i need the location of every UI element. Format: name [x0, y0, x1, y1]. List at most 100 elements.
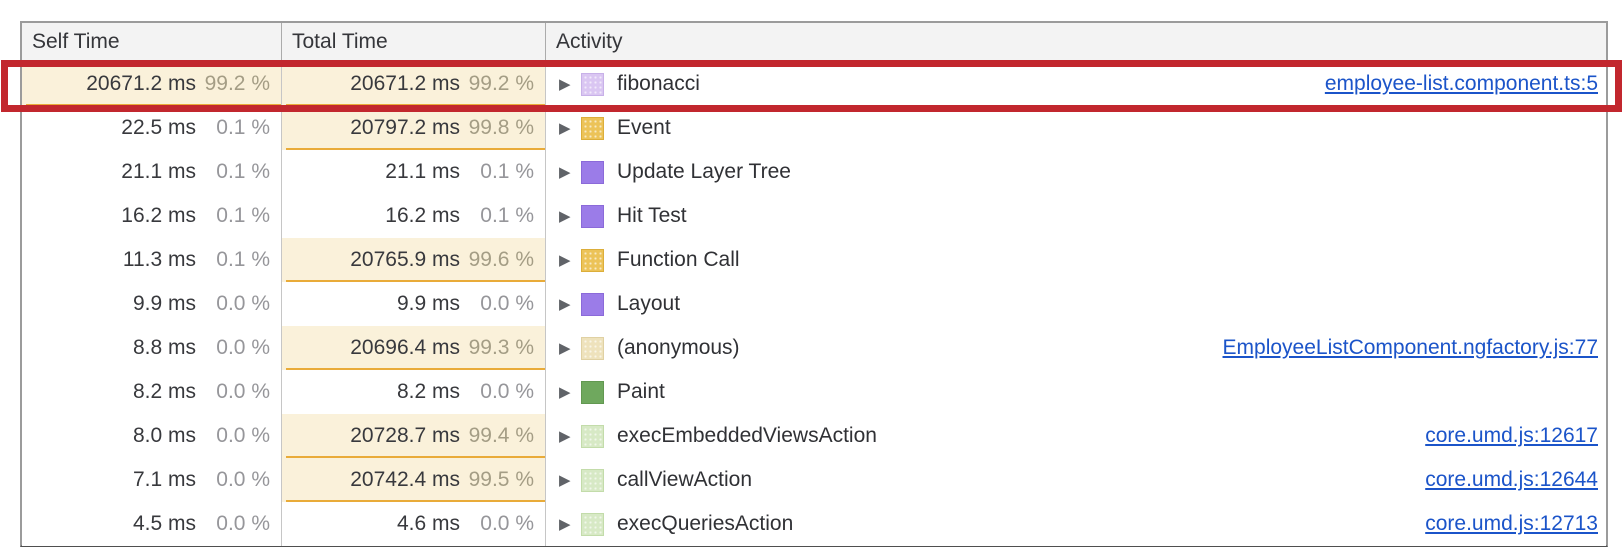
self-time-cell-percent: 0.1 %: [216, 160, 270, 183]
column-header-total-time[interactable]: Total Time: [282, 23, 546, 61]
self-time-cell-percent: 0.0 %: [216, 424, 270, 447]
total-time-cell-value: 9.9 ms: [396, 292, 460, 315]
self-time-cell-value: 8.2 ms: [132, 380, 196, 403]
column-header-self-time[interactable]: Self Time: [22, 23, 282, 61]
category-color-icon: [581, 248, 604, 272]
table-row[interactable]: 16.2 ms 0.1 % 16.2 ms 0.1 % ▶Hit Test: [22, 194, 1606, 238]
total-time-cell: 16.2 ms 0.1 %: [282, 194, 546, 238]
self-time-cell-percent: 0.0 %: [216, 336, 270, 359]
total-time-cell-value: 16.2 ms: [385, 204, 460, 227]
total-time-cell-value: 20728.7 ms: [350, 424, 460, 447]
activity-label: fibonacci: [617, 72, 700, 95]
total-time-cell-highlighted: 20765.9 ms 99.6 %: [282, 238, 546, 282]
total-time-cell-percent: 99.4 %: [468, 424, 534, 447]
source-location-link[interactable]: core.umd.js:12713: [1425, 512, 1598, 535]
activity-label: execQueriesAction: [617, 512, 794, 535]
self-time-cell-value: 8.8 ms: [132, 336, 196, 359]
total-time-cell-value: 20671.2 ms: [350, 72, 460, 95]
self-time-cell-percent: 0.1 %: [216, 248, 270, 271]
expand-arrow-icon[interactable]: ▶: [559, 340, 571, 357]
total-time-cell-percent: 99.2 %: [468, 72, 534, 95]
total-time-cell-value: 20797.2 ms: [350, 116, 460, 139]
category-color-icon: [581, 116, 604, 140]
expand-arrow-icon[interactable]: ▶: [559, 296, 571, 313]
expand-arrow-icon[interactable]: ▶: [559, 208, 571, 225]
table-row[interactable]: 21.1 ms 0.1 % 21.1 ms 0.1 % ▶ Update Layer Tr…: [22, 150, 1606, 194]
self-time-cell-value: 7.1 ms: [132, 468, 196, 491]
activity-label: callViewAction: [617, 468, 753, 491]
expand-arrow-icon[interactable]: ▶: [559, 428, 571, 445]
self-time-cell-value: 22.5 ms: [121, 116, 196, 139]
total-time-cell-percent: 99.8 %: [468, 116, 534, 139]
self-time-cell-percent: 0.0 %: [216, 380, 270, 403]
activity-label: execEmbeddedViewsAction: [617, 424, 877, 447]
expand-arrow-icon[interactable]: ▶: [559, 472, 571, 489]
self-time-cell: 8.8 ms 0.0 %: [22, 326, 282, 370]
total-time-cell-percent: 99.5 %: [468, 468, 534, 491]
source-location-link[interactable]: EmployeeListComponent.ngfactory.js:77: [1222, 336, 1598, 359]
category-color-icon: [581, 72, 604, 96]
activity-cell: ▶Function Call: [546, 238, 1606, 282]
expand-arrow-icon[interactable]: ▶: [559, 76, 571, 93]
activity-cell: ▶ (anonymous) EmployeeListComponent.ngfact…: [546, 326, 1606, 370]
expand-arrow-icon[interactable]: ▶: [559, 120, 571, 137]
self-time-cell-percent: 0.1 %: [216, 204, 270, 227]
total-time-cell-percent: 99.6 %: [468, 248, 534, 271]
expand-arrow-icon[interactable]: ▶: [559, 164, 571, 181]
activity-label: (anonymous): [617, 336, 740, 359]
self-time-cell-percent: 99.2 %: [204, 72, 270, 95]
total-time-cell-highlighted: 20728.7 ms 99.4 %: [282, 414, 546, 458]
category-color-icon: [581, 424, 604, 448]
self-time-cell-value: 4.5 ms: [132, 512, 196, 535]
expand-arrow-icon[interactable]: ▶: [559, 252, 571, 269]
total-time-cell-highlighted: 20797.2 ms 99.8 %: [282, 106, 546, 150]
total-time-cell-percent: 0.0 %: [480, 512, 534, 535]
expand-arrow-icon[interactable]: ▶: [559, 384, 571, 401]
table-header: Self Time Total Time Activity: [22, 23, 1606, 62]
activity-label: Update Layer Tree: [617, 160, 791, 183]
category-color-icon: [581, 160, 604, 184]
activity-cell: ▶ Event: [546, 106, 1606, 150]
activity-label: Event: [617, 116, 671, 139]
source-location-link[interactable]: core.umd.js:12617: [1425, 424, 1598, 447]
column-header-activity[interactable]: Activity: [556, 30, 623, 53]
total-time-cell-percent: 0.1 %: [480, 204, 534, 227]
category-color-icon: [581, 336, 604, 360]
total-time-cell-percent: 99.3 %: [468, 336, 534, 359]
expand-arrow-icon[interactable]: ▶: [559, 516, 571, 533]
category-color-icon: [581, 292, 604, 316]
category-color-icon: [581, 204, 604, 228]
source-location-link[interactable]: employee-list.component.ts:5: [1324, 72, 1598, 95]
total-time-cell-percent: 0.1 %: [480, 160, 534, 183]
activity-cell: ▶Hit Test: [546, 194, 1606, 238]
total-time-cell-value: 21.1 ms: [385, 160, 460, 183]
activity-cell: ▶ execQueriesAction core.umd.js:12713: [546, 502, 1606, 546]
total-time-cell: 21.1 ms 0.1 %: [282, 150, 546, 194]
self-time-cell-value: 16.2 ms: [121, 204, 196, 227]
source-location-link[interactable]: core.umd.js:12644: [1425, 468, 1598, 491]
self-time-cell-value: 21.1 ms: [121, 160, 196, 183]
activity-label: Layout: [617, 292, 681, 315]
total-time-cell-value: 20765.9 ms: [350, 248, 460, 271]
category-color-icon: [581, 468, 604, 492]
activity-cell: ▶ fibonacci employee-list.component.ts:5: [546, 62, 1606, 106]
activity-label: Paint: [617, 380, 665, 403]
